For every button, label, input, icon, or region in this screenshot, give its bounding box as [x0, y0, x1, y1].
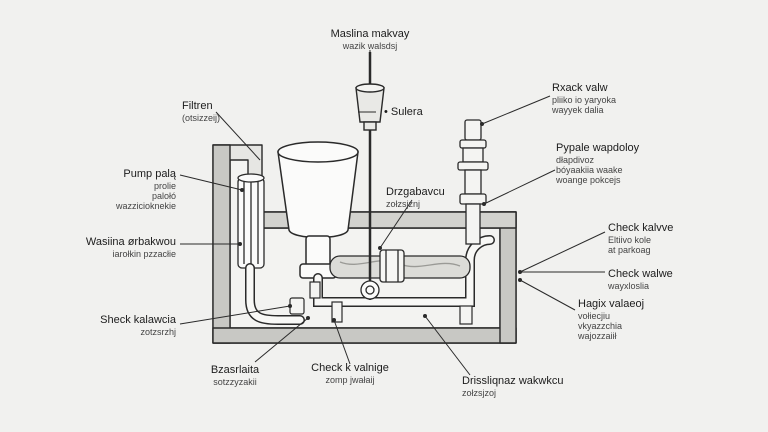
label-wasline: Wasiina ørbakwou iarołkin pzzacłie [60, 236, 176, 259]
label-top-center: Maslina makvay wazik walsdsj [322, 28, 418, 51]
basin-wall-bottom [212, 327, 517, 344]
label-sub: zotzsrzhj [140, 326, 176, 337]
label-sub: zomp jwałaij [325, 374, 375, 385]
label-title: Hagix valaeoj [578, 298, 645, 310]
label-disslignaz: Drissliqnaz wakwkcu zołzsjzoj [462, 375, 563, 398]
label-filtren: Filtren (otsizzeij) [182, 100, 220, 123]
top-valve-cup [355, 87, 385, 123]
label-line: wayyek dalia [552, 104, 604, 115]
valve-stack-top [464, 119, 482, 141]
label-line: palołó [151, 190, 176, 201]
fitting-mid [331, 301, 343, 323]
label-line: wazzicioknekie [115, 201, 176, 212]
label-rxack: Rxack valw pliiko io yaryoka wayyek dali… [552, 82, 616, 115]
label-line: prolie [153, 180, 176, 191]
label-title: Drzgabavcu [386, 186, 445, 198]
label-drzgabavcu: Drzgabavcu zołzsjznj [386, 186, 445, 209]
label-line: dłapdivoz [556, 154, 595, 165]
coupling [379, 249, 405, 283]
label-sub: (otsizzeij) [182, 112, 221, 123]
label-title: Maslina makvay [330, 28, 410, 40]
label-title: Check kalvve [608, 222, 674, 234]
basin-wall-right [499, 211, 517, 344]
label-title: Rxack valw [552, 82, 608, 94]
check-valve-center [360, 280, 380, 300]
fitting-left [289, 297, 305, 315]
label-line: woange pokcejs [556, 175, 621, 186]
label-sulera: • Sulera [384, 106, 423, 119]
label-check-walwe: Check walwe wayxloslia [608, 268, 673, 291]
label-line: pliiko io yaryoka [552, 94, 617, 105]
label-line: wajozzaiił [578, 331, 617, 342]
label-title: • Sulera [384, 106, 423, 118]
fitting-right [459, 305, 473, 325]
label-check-kalvve: Check kalvve Eltiivo kole at parkoag [608, 222, 673, 255]
label-bzasrlaita: Bzasrlaita sotzzyzakii [200, 364, 270, 387]
label-line: vołiecjiu [578, 310, 611, 321]
label-title: Check k valnige [311, 362, 389, 374]
label-shock: Sheck kalawcia zotzsrzhj [80, 314, 176, 337]
label-line: Eltiivo kole [608, 234, 652, 245]
label-title: Sheck kalawcia [100, 314, 176, 326]
label-sub: iarołkin pzzacłie [112, 248, 176, 259]
label-sub: wayxloslia [608, 280, 650, 291]
label-line: bóyaakiia waake [556, 164, 623, 175]
label-line: vkyazzchia [578, 320, 623, 331]
label-line: at parkoag [608, 244, 651, 255]
label-title: Filtren [182, 100, 213, 112]
label-sub: zołzsjznj [386, 198, 421, 209]
label-title: Bzasrlaita [210, 364, 260, 376]
label-sub: sotzzyzakii [213, 376, 257, 387]
label-title: Pypale wapdoloy [556, 142, 640, 154]
label-pypale: Pypale wapdoloy dłapdivoz bóyaakiia waak… [556, 142, 639, 186]
label-hagix: Hagix valaeoj vołiecjiu vkyazzchia wajoz… [578, 298, 644, 342]
label-title: Wasiina ørbakwou [85, 236, 176, 248]
label-sub: zołzsjzoj [462, 387, 497, 398]
label-title: Drissliqnaz wakwkcu [462, 375, 564, 387]
label-title: Pump palą [123, 168, 176, 180]
label-pump: Pump palą prolie palołó wazzicioknekie [100, 168, 176, 212]
label-check-bottom: Check k valnige zomp jwałaij [300, 362, 400, 385]
label-sub: wazik walsdsj [342, 40, 398, 51]
label-title: Check walwe [608, 268, 673, 280]
